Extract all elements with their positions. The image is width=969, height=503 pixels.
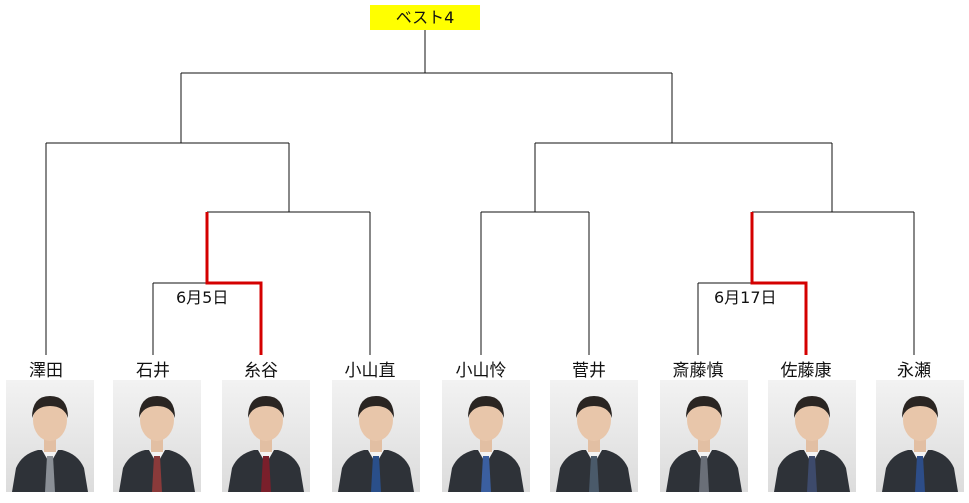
player-name: 永瀬 bbox=[897, 361, 931, 381]
player-portrait bbox=[113, 380, 201, 492]
winner-path-1 bbox=[205, 212, 263, 355]
player-portrait bbox=[768, 380, 856, 492]
player-portrait bbox=[876, 380, 964, 492]
player-portrait bbox=[332, 380, 420, 492]
player-name: 糸谷 bbox=[244, 361, 278, 381]
player-name: 佐藤康 bbox=[780, 361, 832, 381]
player-name: 小山直 bbox=[344, 361, 396, 381]
player-portrait bbox=[6, 380, 94, 492]
player-name: 澤田 bbox=[29, 361, 63, 381]
player-portrait bbox=[550, 380, 638, 492]
player-name: 菅井 bbox=[572, 361, 606, 381]
match-date-2: 6月17日 bbox=[712, 288, 779, 308]
player-name: 小山怜 bbox=[455, 361, 507, 381]
winner-path-2 bbox=[750, 212, 808, 355]
player-name: 石井 bbox=[136, 361, 170, 381]
player-portrait bbox=[442, 380, 530, 492]
player-name: 斎藤慎 bbox=[672, 361, 724, 381]
round-title: ベスト4 bbox=[370, 5, 480, 30]
player-portrait bbox=[222, 380, 310, 492]
match-date-1: 6月5日 bbox=[174, 288, 231, 308]
player-portrait bbox=[660, 380, 748, 492]
